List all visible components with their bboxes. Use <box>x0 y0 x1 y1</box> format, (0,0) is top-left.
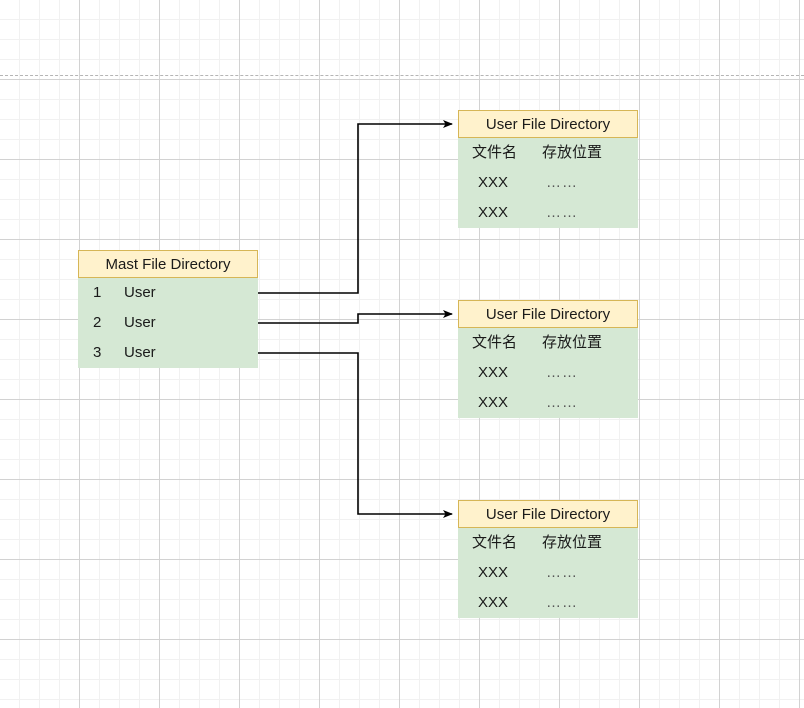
user-file-directory-node-1[interactable]: User File Directory 文件名 存放位置 XXX …… XXX … <box>458 110 638 228</box>
column-header-filename: 文件名 <box>472 144 518 161</box>
user-node-body: 文件名 存放位置 XXX …… XXX …… <box>458 528 638 618</box>
edge-master-row3-to-user3 <box>258 352 453 518</box>
master-row-index: 2 <box>93 314 102 331</box>
cell-filename: XXX <box>478 564 509 581</box>
cell-filename: XXX <box>478 204 509 221</box>
master-row-index: 3 <box>93 344 102 361</box>
table-header-row: 文件名 存放位置 <box>458 328 638 358</box>
column-header-location: 存放位置 <box>542 334 603 351</box>
user-file-directory-node-3[interactable]: User File Directory 文件名 存放位置 XXX …… XXX … <box>458 500 638 618</box>
user-node-body: 文件名 存放位置 XXX …… XXX …… <box>458 138 638 228</box>
cell-location: …… <box>546 564 578 581</box>
column-header-location: 存放位置 <box>542 144 603 161</box>
master-file-directory-node[interactable]: Mast File Directory 1 User 2 User 3 User <box>78 250 258 368</box>
table-row[interactable]: 3 User <box>78 338 258 368</box>
cell-location: …… <box>546 204 578 221</box>
cell-location: …… <box>546 394 578 411</box>
table-row[interactable]: XXX …… <box>458 198 638 228</box>
table-row[interactable]: XXX …… <box>458 558 638 588</box>
column-header-location: 存放位置 <box>542 534 603 551</box>
master-node-body: 1 User 2 User 3 User <box>78 278 258 368</box>
table-row[interactable]: 2 User <box>78 308 258 338</box>
user-file-directory-node-2[interactable]: User File Directory 文件名 存放位置 XXX …… XXX … <box>458 300 638 418</box>
cell-filename: XXX <box>478 594 509 611</box>
cell-filename: XXX <box>478 174 509 191</box>
master-row-name: User <box>124 314 156 331</box>
page-break-guide <box>0 75 804 76</box>
edge-master-row2-to-user2 <box>258 310 453 324</box>
user-node-title: User File Directory <box>458 300 638 328</box>
user-node-body: 文件名 存放位置 XXX …… XXX …… <box>458 328 638 418</box>
column-header-filename: 文件名 <box>472 534 518 551</box>
cell-location: …… <box>546 594 578 611</box>
cell-location: …… <box>546 174 578 191</box>
user-node-title: User File Directory <box>458 500 638 528</box>
master-row-name: User <box>124 284 156 301</box>
cell-location: …… <box>546 364 578 381</box>
master-row-index: 1 <box>93 284 102 301</box>
table-row[interactable]: XXX …… <box>458 168 638 198</box>
table-row[interactable]: XXX …… <box>458 388 638 418</box>
table-row[interactable]: 1 User <box>78 278 258 308</box>
user-node-title: User File Directory <box>458 110 638 138</box>
edge-master-row1-to-user1 <box>258 120 453 294</box>
table-header-row: 文件名 存放位置 <box>458 138 638 168</box>
master-row-name: User <box>124 344 156 361</box>
column-header-filename: 文件名 <box>472 334 518 351</box>
table-row[interactable]: XXX …… <box>458 358 638 388</box>
cell-filename: XXX <box>478 394 509 411</box>
cell-filename: XXX <box>478 364 509 381</box>
table-header-row: 文件名 存放位置 <box>458 528 638 558</box>
table-row[interactable]: XXX …… <box>458 588 638 618</box>
master-node-title: Mast File Directory <box>78 250 258 278</box>
